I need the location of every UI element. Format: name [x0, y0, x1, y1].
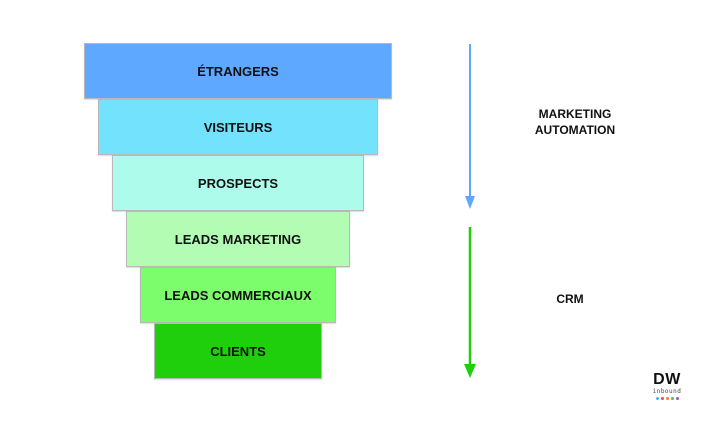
logo-title: DW — [653, 371, 681, 388]
logo-subtitle: inbound — [652, 388, 682, 395]
logo-dot — [655, 397, 659, 400]
funnel-stage-visiteurs: VISITEURS — [98, 99, 378, 155]
marketing-automation-arrow — [465, 44, 475, 209]
logo-dot — [670, 397, 674, 400]
funnel-stage-etrangers: ÉTRANGERS — [84, 43, 392, 99]
dw-inbound-logo: DW inbound — [645, 372, 689, 400]
phase-label-line2: AUTOMATION — [534, 123, 616, 137]
funnel-stage-prospects: PROSPECTS — [112, 155, 364, 211]
logo-dot — [665, 397, 669, 400]
phase-label-marketing-automation: MARKETING AUTOMATION — [515, 106, 635, 138]
funnel-stage-leads-commerciaux: LEADS COMMERCIAUX — [140, 267, 336, 323]
logo-dot — [675, 397, 679, 400]
logo-dots — [645, 397, 689, 400]
logo-dot — [660, 397, 664, 400]
funnel-stage-leads-marketing: LEADS MARKETING — [126, 211, 350, 267]
phase-label-line1: MARKETING — [538, 107, 612, 121]
funnel-stage-clients: CLIENTS — [154, 323, 322, 379]
crm-arrow — [464, 227, 476, 378]
phase-label-crm: CRM — [556, 292, 584, 306]
